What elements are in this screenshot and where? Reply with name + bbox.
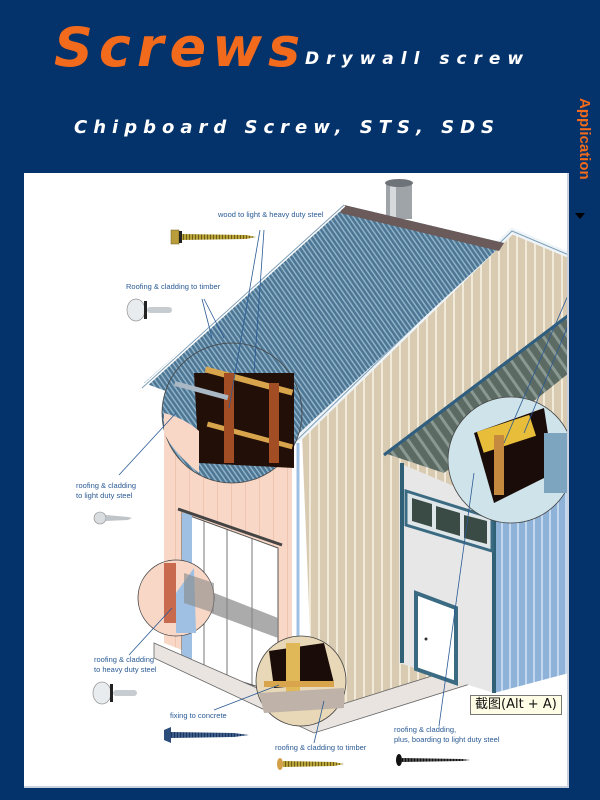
application-tab-label: Application: [576, 98, 593, 180]
callout-light-steel-line2: to light duty steel: [76, 491, 133, 500]
page-subtitle: Chipboard Screw, STS, SDS: [74, 117, 500, 138]
page-title: Screws: [54, 16, 307, 79]
callout-roof-timber: Roofing & cladding to timber: [126, 282, 221, 291]
title-suffix: Drywall screw: [305, 49, 531, 69]
callout-wood-to-steel: wood to light & heavy duty steel: [218, 210, 324, 219]
callout-boarding-line2: plus, boarding to light duty steel: [394, 735, 500, 744]
caret-down-icon: [575, 213, 585, 219]
callout-heavy-steel-line1: roofing & cladding: [94, 655, 155, 664]
callout-boarding-line1: roofing & cladding,: [394, 725, 457, 734]
screw-hex-washer-gold: [170, 229, 256, 245]
application-tab[interactable]: Application: [572, 98, 598, 228]
screenshot-tooltip: 截图(Alt + A): [470, 695, 562, 715]
callout-concrete: fixing to concrete: [170, 711, 227, 720]
illustration-panel: wood to light & heavy duty steel Roofing…: [24, 173, 569, 788]
callout-light-steel-line1: roofing & cladding: [76, 481, 137, 490]
building-illustration: [92, 179, 567, 770]
callout-heavy-steel-line2: to heavy duty steel: [94, 665, 157, 674]
callout-timber-bottom: roofing & cladding to timber: [275, 743, 367, 752]
